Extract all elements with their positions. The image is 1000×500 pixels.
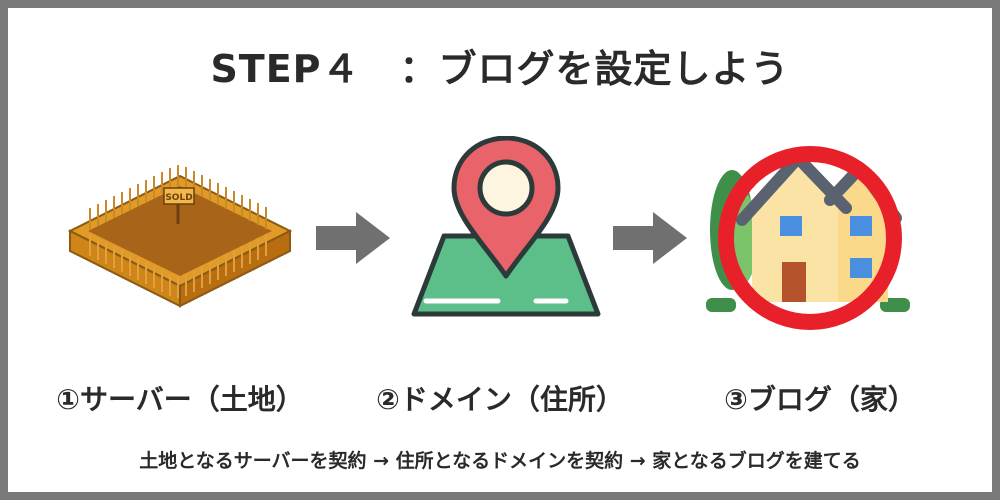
step-label-blog: ③ブログ（家） <box>724 383 916 416</box>
house-icon <box>706 146 910 330</box>
diagram-frame: STEP４ ：ブログを設定しよう <box>8 8 992 492</box>
flow-caption: 土地となるサーバーを契約 → 住所となるドメインを契約 → 家となるブログを建て… <box>139 450 861 472</box>
map-pin-icon <box>411 136 601 317</box>
page-title: STEP４ ：ブログを設定しよう <box>210 47 790 91</box>
arrow-right-icon <box>316 212 390 264</box>
step-label-server: ①サーバー（土地） <box>56 383 304 416</box>
sold-sign-text: SOLD <box>165 193 192 203</box>
land-plot-icon: SOLD <box>67 165 293 308</box>
arrow-right-icon-2 <box>613 212 687 264</box>
step-label-domain: ②ドメイン（住所） <box>376 383 624 416</box>
